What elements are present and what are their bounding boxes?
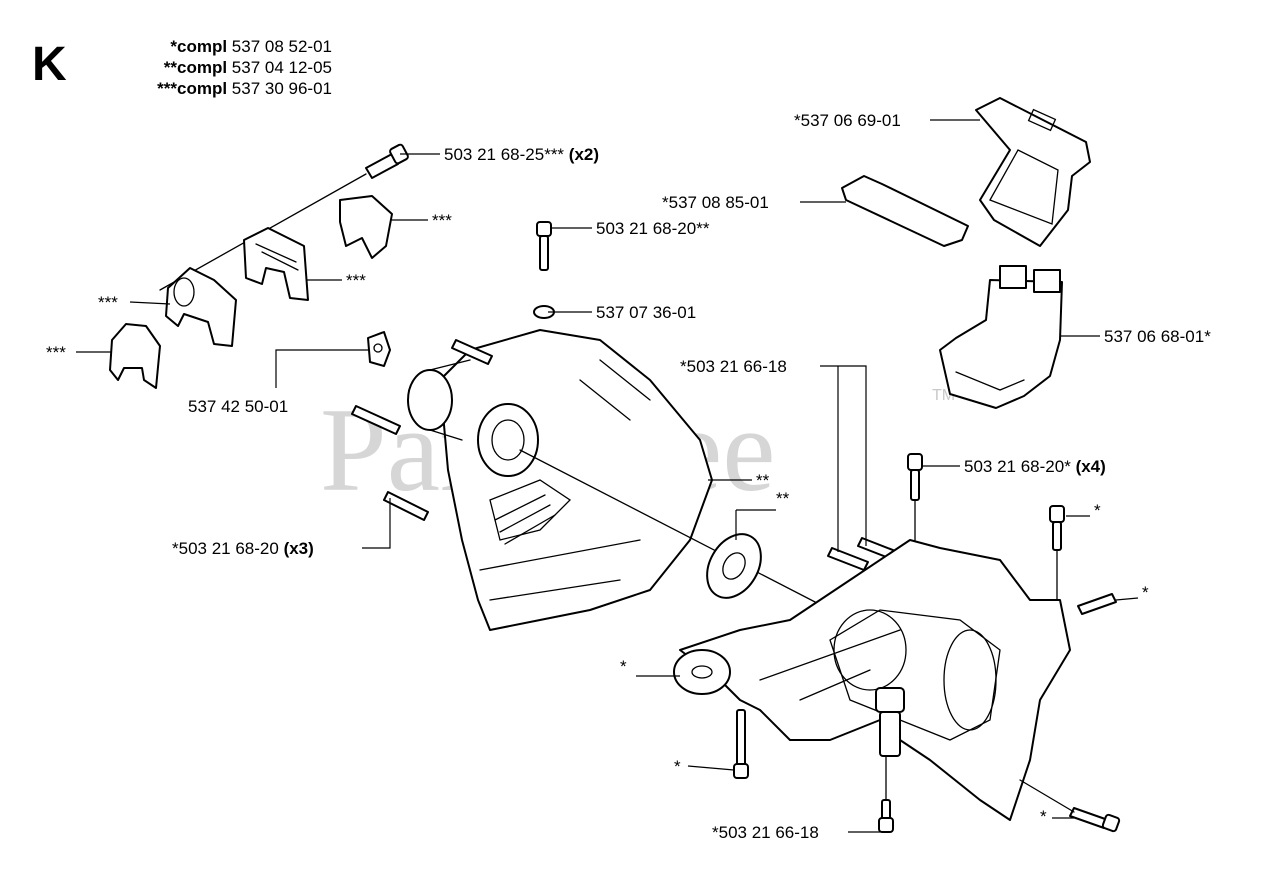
label-503-21-68-25: 503 21 68-25*** (x2) xyxy=(444,145,599,164)
header-line-2: **compl 537 04 12-05 xyxy=(164,58,332,77)
label-bearing: ** xyxy=(776,489,790,508)
bearing-part xyxy=(706,533,762,599)
crankcase-right-half xyxy=(673,539,1071,821)
assembly-header: *compl 537 08 52-01 **compl 537 04 12-05… xyxy=(157,37,332,98)
left-screw-1 xyxy=(451,339,493,365)
label-crankcase-right: * xyxy=(620,657,627,676)
crankshaft-axis-line xyxy=(519,449,851,621)
label-right-side-bolt: * xyxy=(1142,583,1149,602)
label-503-21-68-20-x4: 503 21 68-20* (x4) xyxy=(964,457,1106,476)
label-537-06-68-01: 537 06 68-01* xyxy=(1104,327,1211,346)
small-plate-part xyxy=(367,331,391,367)
label-503-21-68-20-dbl: 503 21 68-20** xyxy=(596,219,710,238)
vertical-bolt-part xyxy=(907,453,923,501)
right-side-bolt xyxy=(1077,593,1117,615)
crankcase-left-half xyxy=(407,329,713,631)
filter-housing-part xyxy=(939,265,1063,409)
label-bottom-bolt-right: * xyxy=(1040,807,1047,826)
label-bottom-bolt-left: * xyxy=(674,757,681,776)
header-line-3: ***compl 537 30 96-01 xyxy=(157,79,332,98)
label-537-42-50-01: 537 42 50-01 xyxy=(188,397,288,416)
gasket-frame-part xyxy=(975,97,1091,247)
tube-carrier-part xyxy=(165,267,237,347)
label-small-bracket: *** xyxy=(432,211,452,230)
label-503-21-66-18-bottom: *503 21 66-18 xyxy=(712,823,819,842)
label-right-top-bolt: * xyxy=(1094,501,1101,520)
small-bolt-1 xyxy=(827,547,869,571)
clip-bracket-part xyxy=(243,227,309,301)
gasket-plate-part xyxy=(841,175,969,247)
bottom-bolt-right xyxy=(1069,807,1121,833)
label-clip-bracket: *** xyxy=(346,271,366,290)
screw-top-left xyxy=(365,143,409,179)
bottom-bolt-left xyxy=(733,709,749,779)
label-537-08-85-01: *537 08 85-01 xyxy=(662,193,769,212)
section-letter: K xyxy=(32,38,67,91)
left-screw-2 xyxy=(351,405,401,435)
small-bracket-part xyxy=(339,195,393,259)
label-503-21-68-20-x3: *503 21 68-20 (x3) xyxy=(172,539,314,558)
left-screw-3 xyxy=(383,491,429,521)
right-top-bolt xyxy=(1049,505,1065,551)
bottom-bolt-center xyxy=(878,799,894,833)
header-line-1: *compl 537 08 52-01 xyxy=(170,37,332,56)
sleeve-part xyxy=(109,323,161,389)
label-tube-carrier: *** xyxy=(98,293,118,312)
label-537-07-36-01: 537 07 36-01 xyxy=(596,303,696,322)
top-screw-part xyxy=(536,221,552,271)
label-crankcase-left: ** xyxy=(756,471,770,490)
label-503-21-66-18-top: *503 21 66-18 xyxy=(680,357,787,376)
label-sleeve: *** xyxy=(46,343,66,362)
label-537-06-69-01: *537 06 69-01 xyxy=(794,111,901,130)
